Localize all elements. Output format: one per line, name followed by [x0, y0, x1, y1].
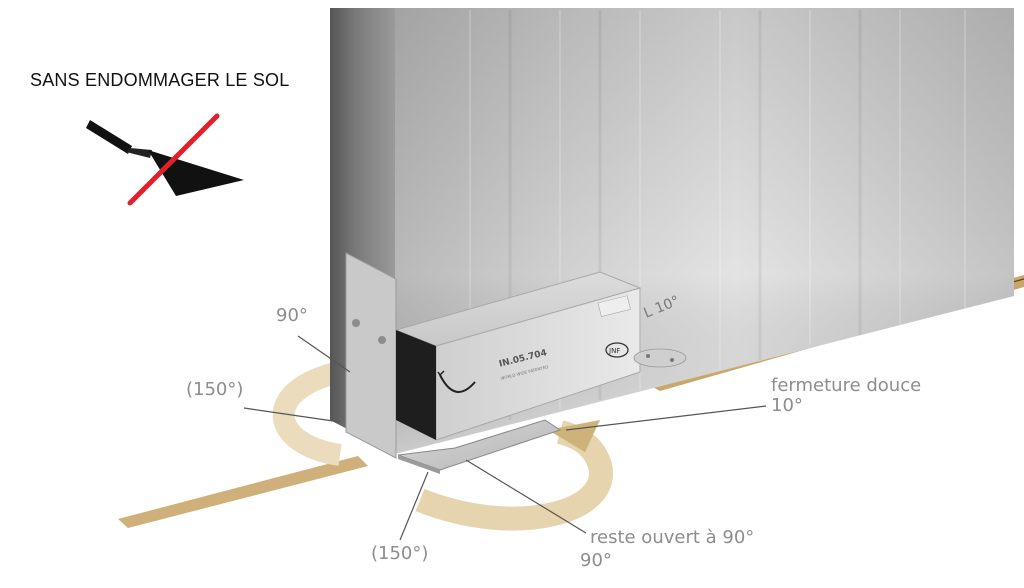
prohibition-slash-icon — [127, 113, 220, 206]
title: SANS ENDOMMAGER LE SOL — [30, 70, 290, 90]
floor-closer-box: JNF — [394, 271, 642, 441]
label-150-left: (150°) — [186, 379, 244, 400]
trowel-icon — [86, 120, 244, 196]
leader-lines — [243, 335, 767, 541]
rotation-arc — [272, 361, 613, 531]
label-reste-ouvert: reste ouvert à 90° — [590, 527, 755, 548]
label-10-degrees: 10° — [771, 395, 803, 416]
svg-text:JNF: JNF — [608, 347, 620, 355]
top-pivot-disc — [633, 348, 687, 368]
floor-track-front — [118, 456, 368, 528]
label-90-top: 90° — [276, 305, 308, 326]
door-bracket — [345, 252, 397, 459]
label-fermeture-douce: fermeture douce — [771, 375, 922, 396]
label-90-bottom: 90° — [580, 550, 612, 571]
label-150-bottom: (150°) — [371, 543, 429, 564]
brand-logo — [605, 342, 629, 358]
